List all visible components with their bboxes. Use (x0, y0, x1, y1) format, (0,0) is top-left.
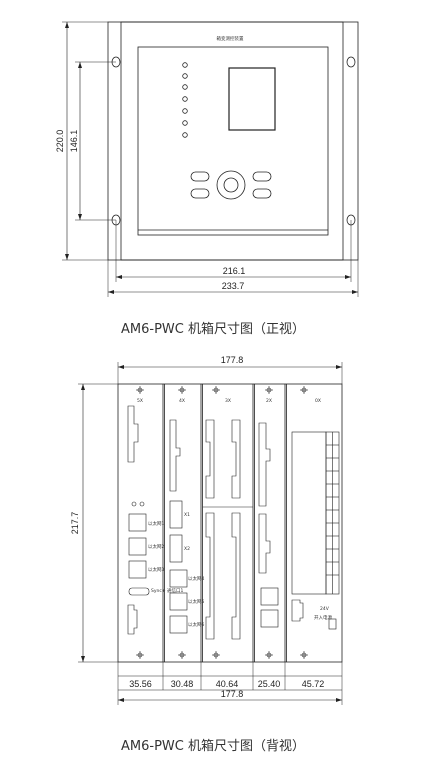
terminal-block (127, 604, 138, 635)
dim-label-height-holes: 146.1 (69, 130, 79, 153)
label-dc24v: 24V (320, 606, 330, 612)
front-view (62, 21, 359, 297)
terminal-block (205, 512, 215, 640)
label-sync: Sync+ 通信口1 (151, 587, 184, 594)
slot-width-3x: 40.64 (216, 679, 239, 689)
back-view (78, 362, 343, 705)
keypad-button (190, 188, 210, 199)
ethernet-port (169, 592, 188, 611)
led-indicator (182, 73, 188, 79)
ethernet-port (169, 615, 188, 634)
dim-label-width-bottom: 177.8 (221, 689, 244, 699)
lcd-screen (228, 67, 276, 131)
label-power-in: 开入电源 (314, 614, 332, 621)
slot-4x (169, 419, 188, 634)
back-caption: AM6-PWC 机箱尺寸图（背视） (121, 739, 305, 754)
led-indicator (182, 108, 188, 114)
mount-hole (346, 56, 356, 68)
connector-x2 (169, 534, 183, 563)
label-x2: X2 (184, 546, 190, 552)
led-indicator (182, 132, 188, 138)
slot-width-4x: 30.48 (171, 679, 194, 689)
ethernet-port (128, 513, 147, 532)
slot-label-3x: 3X (225, 398, 231, 404)
panel-title: 箱变测控装置 (217, 35, 244, 42)
slot-label-4x: 4X (179, 398, 185, 404)
slot-0x (291, 431, 340, 630)
sync-port (128, 587, 150, 596)
slot-3x (202, 419, 253, 640)
switch-icon (328, 618, 337, 630)
keypad-button (190, 171, 210, 182)
label-eth1: 以太网1 (148, 520, 164, 527)
keypad-button (252, 188, 272, 199)
ethernet-port (169, 569, 188, 588)
led-indicator (182, 62, 188, 68)
slot-label-2x: 2X (266, 398, 272, 404)
terminal-block (205, 419, 215, 499)
label-eth2: 以太网2 (148, 543, 164, 550)
screw-markers (136, 386, 308, 659)
label-eth4: 以太网4 (188, 575, 204, 582)
terminal-block (231, 419, 241, 499)
terminal-block (169, 419, 181, 492)
ethernet-port (128, 537, 147, 556)
power-module (291, 431, 327, 595)
terminal-block (291, 599, 304, 622)
slot-5x (127, 405, 150, 635)
keypad-center-button (223, 177, 239, 193)
ethernet-port (260, 587, 279, 606)
dim-label-width-total: 233.7 (222, 281, 245, 291)
terminal-block (231, 512, 241, 640)
slot-label-5x: 5X (137, 398, 143, 404)
terminal-block (127, 405, 139, 463)
label-eth3: 以太网3 (148, 566, 164, 573)
label-eth6: 以太网6 (188, 621, 204, 628)
dim-label-height: 217.7 (70, 512, 80, 535)
front-caption: AM6-PWC 机箱尺寸图（正视） (121, 322, 305, 337)
front-body (120, 21, 344, 261)
dim-label-width-top: 177.8 (221, 355, 244, 365)
ethernet-port (128, 560, 147, 579)
front-panel (137, 46, 329, 236)
dim-label-height-total: 220.0 (55, 130, 65, 153)
terminal-block (258, 513, 271, 574)
keypad-ring (216, 170, 246, 200)
led-indicator (182, 96, 188, 102)
ethernet-port (260, 609, 279, 628)
dim-label-width-inner: 216.1 (223, 266, 246, 276)
back-chassis (117, 383, 343, 663)
connector-x1 (169, 500, 183, 529)
keypad (190, 170, 272, 200)
label-x1: X1 (184, 512, 190, 518)
slot-label-0x: 0X (315, 398, 321, 404)
terminal-block (258, 422, 271, 507)
slot-width-2x: 25.40 (258, 679, 281, 689)
led-indicator (182, 84, 188, 90)
slot-width-5x: 35.56 (129, 679, 152, 689)
slot-2x (258, 422, 279, 628)
slot-width-0x: 45.72 (302, 679, 325, 689)
front-flange (107, 21, 359, 261)
label-eth5: 以太网5 (188, 598, 204, 605)
led-column (182, 62, 188, 138)
keypad-button (252, 171, 272, 182)
led-indicator (182, 120, 188, 126)
